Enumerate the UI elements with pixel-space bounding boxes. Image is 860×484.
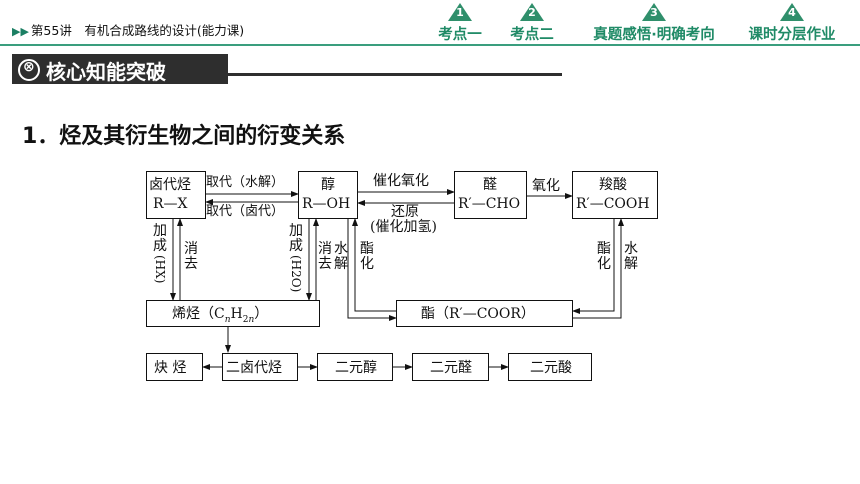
- nav-tab-3[interactable]: 3 真题感悟·明确考向: [580, 0, 728, 44]
- node-dialdehyde: 二元醛: [412, 353, 489, 381]
- node-formula: R′—COOH: [576, 196, 650, 212]
- nav-number: 2: [528, 6, 536, 19]
- arrow-hydrolysis-left: [352, 218, 396, 312]
- node-alkyne: 炔 烃: [146, 353, 203, 381]
- edge-label-add-h2o: 加成(H2O): [289, 223, 303, 293]
- header-divider: [0, 44, 860, 46]
- node-ester: 酯（R′—COOR）: [396, 300, 573, 327]
- node-label: 二卤代烃: [226, 360, 282, 376]
- node-diacid: 二元酸: [508, 353, 592, 381]
- node-label: 二元醇: [335, 360, 377, 376]
- arrow-esterify-left: [347, 219, 397, 321]
- edge-label-hydrogenation: (催化加氢): [370, 219, 437, 235]
- node-formula: R—X: [153, 196, 188, 212]
- edge-label-esterify-right: 酯化: [597, 241, 611, 272]
- nav-number: 4: [788, 6, 796, 19]
- node-carboxylic-acid: 羧酸 R′—COOH: [572, 171, 658, 219]
- edge-label-reduction: 还原: [391, 204, 419, 220]
- node-label: 醇: [321, 177, 335, 193]
- lesson-title: ▶▶第55讲 有机合成路线的设计(能力课): [12, 20, 244, 39]
- nav-tab-1[interactable]: 1 考点一: [428, 0, 492, 44]
- nav-tab-4[interactable]: 4 课时分层作业: [736, 0, 848, 44]
- node-label: 羧酸: [599, 177, 627, 193]
- edge-label-hydrolysis-left: 水解: [334, 241, 348, 272]
- node-aldehyde: 醛 R′—CHO: [454, 171, 527, 219]
- nav-number: 3: [650, 6, 658, 19]
- node-diol: 二元醇: [317, 353, 393, 381]
- node-label: 炔 烃: [154, 360, 187, 376]
- node-alkene: 烯烃（CnH2n）: [146, 300, 320, 327]
- node-haloalkane: 卤代烃 R—X: [146, 171, 206, 219]
- edge-label-add-hx: 加成(HX): [153, 223, 167, 284]
- arrow-esterify-right: [572, 219, 615, 314]
- node-label: 二元酸: [530, 360, 572, 376]
- triangle-marker-icon: [520, 3, 544, 21]
- node-dihaloalkane: 二卤代烃: [222, 353, 298, 381]
- play-arrow-icon: ▶▶: [12, 25, 29, 38]
- banner-title: 核心知能突破: [46, 60, 166, 84]
- banner-underline: [228, 73, 562, 76]
- node-formula: R—OH: [302, 196, 351, 212]
- edge-label-cat-oxidation: 催化氧化: [373, 173, 429, 189]
- node-label: 卤代烃: [149, 177, 191, 193]
- section-heading: 1．烃及其衍生物之间的衍变关系: [22, 124, 346, 149]
- nav-label: 课时分层作业: [748, 27, 836, 43]
- alkene-text: 烯烃（CnH2n）: [172, 306, 269, 325]
- edge-label-oxidation: 氧化: [532, 178, 560, 194]
- edge-label-hydrolysis: 取代（水解）: [206, 175, 285, 190]
- node-label: 二元醛: [430, 360, 472, 376]
- node-formula: R′—CHO: [458, 196, 521, 212]
- triangle-marker-icon: [780, 3, 804, 21]
- nav-number: 1: [456, 6, 464, 19]
- edge-label-elimination-1: 消去: [184, 241, 198, 272]
- edge-label-elimination-2: 消去: [318, 241, 332, 272]
- lesson-title-text: 第55讲 有机合成路线的设计(能力课): [30, 23, 245, 38]
- edge-label-hydrolysis-right: 水解: [624, 241, 638, 272]
- node-label: 醛: [483, 177, 497, 193]
- nav-label: 考点二: [510, 27, 554, 43]
- nav-tab-2[interactable]: 2 考点二: [500, 0, 564, 44]
- node-alcohol: 醇 R—OH: [298, 171, 358, 219]
- banner-icon-glyph: ⊗: [23, 59, 35, 75]
- circle-arrow-icon: ⊗: [18, 59, 40, 81]
- page-header: ▶▶第55讲 有机合成路线的设计(能力课) 1 考点一 2 考点二 3 真题感悟…: [0, 0, 860, 46]
- triangle-marker-icon: [642, 3, 666, 21]
- triangle-marker-icon: [448, 3, 472, 21]
- nav-label: 真题感悟·明确考向: [593, 27, 715, 43]
- edge-label-halogen-sub: 取代（卤代）: [206, 204, 285, 219]
- section-banner: ⊗ 核心知能突破: [12, 54, 228, 84]
- node-alkene-label: 烯烃（CnH2n）: [172, 307, 268, 325]
- edge-label-esterify-left: 酯化: [360, 241, 374, 272]
- node-ester-label: 酯（R′—COOR）: [421, 306, 535, 322]
- nav-label: 考点一: [438, 27, 482, 43]
- arrow-hydrolysis-right: [573, 218, 624, 319]
